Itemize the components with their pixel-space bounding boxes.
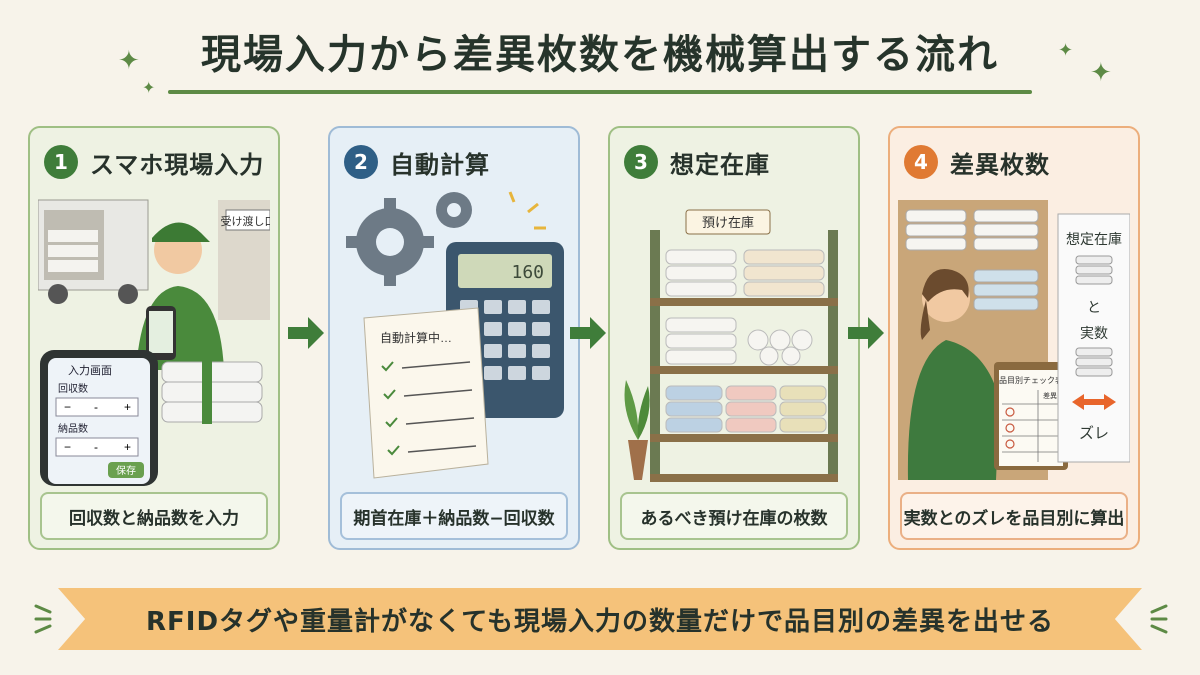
quantity-display-2: - <box>94 440 98 454</box>
step-header: 2 自動計算 <box>344 142 490 182</box>
arrow-right-icon <box>288 317 324 349</box>
summary-text: RFIDタグや重量計がなくても現場入力の数量だけで品目別の差異を出せる <box>146 606 1054 637</box>
step-number-badge: 2 <box>344 145 378 179</box>
arrow-right-icon <box>848 317 884 349</box>
page-title: 現場入力から差異枚数を機械算出する流れ <box>201 32 999 78</box>
step-panel-3: 3 想定在庫 預け在庫 あるべき預け在 <box>608 126 860 550</box>
plant-icon <box>624 380 650 480</box>
plus-button: + <box>124 440 131 454</box>
double-arrow-icon <box>1072 394 1116 410</box>
gear-icon <box>346 198 434 286</box>
step-caption: 回収数と納品数を入力 <box>40 492 268 540</box>
decoration-lines-icon <box>1150 604 1168 634</box>
calculator-display: 160 <box>511 262 544 283</box>
step-title: スマホ現場入力 <box>90 150 265 179</box>
decoration-lines-icon <box>34 604 52 634</box>
step-number-badge: 4 <box>904 145 938 179</box>
clipboard-title: 品目別チェック表 <box>999 375 1063 385</box>
comparison-board <box>1057 213 1130 463</box>
title-underline <box>168 90 1032 94</box>
step-caption: 期首在庫＋納品数−回収数 <box>340 492 568 540</box>
expected-inventory-illustration: 預け在庫 <box>624 209 838 482</box>
minus-button: − <box>64 440 71 454</box>
board-difference-label: ズレ <box>1079 425 1109 442</box>
step-number-badge: 3 <box>624 145 658 179</box>
step-title: 差異枚数 <box>950 150 1050 179</box>
clipboard-column-header: 差異 <box>1043 391 1057 400</box>
step-panel-2: 2 自動計算 160 <box>328 126 580 550</box>
save-button <box>108 462 144 478</box>
step-header: 1 スマホ現場入力 <box>44 142 264 182</box>
phone-field-label-2: 納品数 <box>58 422 88 435</box>
phone-screen-title: 入力画面 <box>68 364 112 377</box>
step-panel-1: 1 スマホ現場入力 受け渡し口 入力画面 回収数 − - + <box>28 126 280 550</box>
paper-status-text: 自動計算中… <box>380 330 452 345</box>
title-area: 現場入力から差異枚数を機械算出する流れ <box>0 18 1200 90</box>
step-header: 4 差異枚数 <box>904 142 1050 182</box>
step-panel-4: 4 差異枚数 品目別チェック表 差異 想定在庫 と 実数 <box>888 126 1140 550</box>
step-caption: あるべき預け在庫の枚数 <box>620 492 848 540</box>
green-cap-icon <box>152 222 210 242</box>
shelf-sign: 預け在庫 <box>702 215 754 230</box>
smartphone-input-illustration: 受け渡し口 入力画面 回収数 − - + 納品数 − - + 保存 <box>38 199 271 486</box>
board-expected-label: 想定在庫 <box>1066 231 1122 247</box>
step-title: 自動計算 <box>390 150 490 179</box>
board-actual-label: 実数 <box>1080 325 1108 341</box>
sparkle-icon: ✦ <box>1090 58 1112 88</box>
difference-count-illustration: 品目別チェック表 差異 想定在庫 と 実数 ズレ <box>898 200 1130 480</box>
auto-calculation-illustration: 160 自動計算中… <box>346 191 564 479</box>
save-button-label: 保存 <box>116 464 136 477</box>
summary-banner: RFIDタグや重量計がなくても現場入力の数量だけで品目別の差異を出せる <box>58 588 1142 650</box>
sparkle-icon: ✦ <box>142 78 156 97</box>
step-header: 3 想定在庫 <box>624 142 770 182</box>
phone-field-label-1: 回収数 <box>58 382 88 395</box>
step-title: 想定在庫 <box>670 150 770 179</box>
step-number-badge: 1 <box>44 145 78 179</box>
paper-icon <box>363 307 489 479</box>
shelf-icon <box>650 230 838 482</box>
board-and-label: と <box>1087 299 1101 315</box>
counter-sign: 受け渡し口 <box>221 214 271 228</box>
minus-button: − <box>64 400 71 414</box>
step-caption: 実数とのズレを品目別に算出 <box>900 492 1128 540</box>
plus-button: + <box>124 400 131 414</box>
gear-icon <box>436 192 472 228</box>
arrow-right-icon <box>570 317 606 349</box>
quantity-display-1: - <box>94 400 98 414</box>
sparkle-icon: ✦ <box>118 46 140 76</box>
sparkle-icon: ✦ <box>1058 40 1074 61</box>
